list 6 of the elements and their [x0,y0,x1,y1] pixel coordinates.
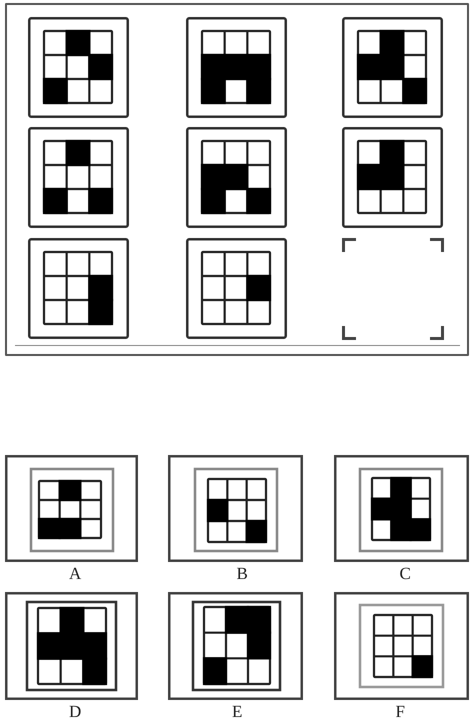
option-letter: B [236,565,248,582]
option-letter: F [396,703,405,720]
option-letter: C [400,565,411,582]
option-letter: A [69,565,82,582]
option-letter: E [232,703,242,720]
option-letter: D [69,703,82,720]
